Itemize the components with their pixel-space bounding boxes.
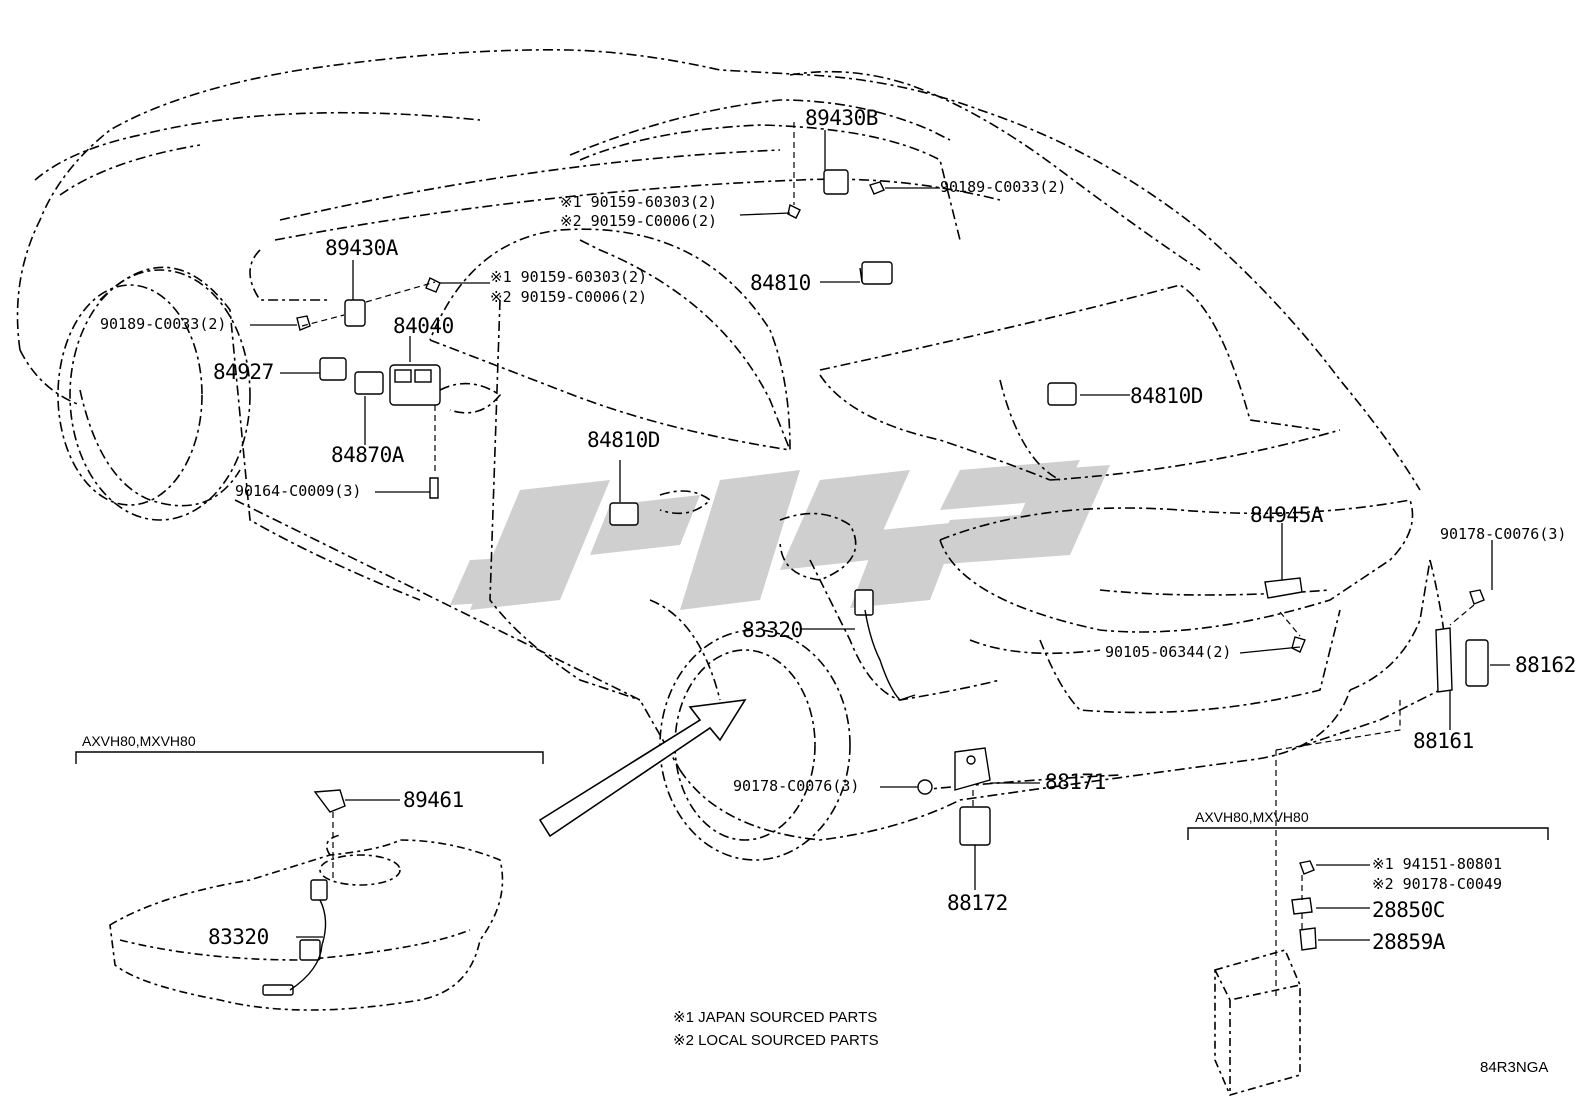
part-label-90159-c0006-top: ※2 90159-C0006(2) xyxy=(560,212,718,230)
part-label-84810D-right: 84810D xyxy=(1130,384,1203,408)
section-brackets xyxy=(75,751,1549,840)
note-japan-sourced: ※1 JAPAN SOURCED PARTS xyxy=(673,1009,878,1026)
part-shapes xyxy=(262,169,1489,996)
part-label-28859A: 28859A xyxy=(1372,930,1445,954)
part-label-28850C: 28850C xyxy=(1372,898,1445,922)
part-label-90178-c0076-mid: 90178-C0076(3) xyxy=(733,777,860,795)
part-label-90164-c0009: 90164-C0009(3) xyxy=(235,482,362,500)
part-label-83320-tank: 83320 xyxy=(208,925,269,949)
part-label-89430B: 89430B xyxy=(805,106,878,130)
part-label-88171: 88171 xyxy=(1045,770,1106,794)
part-label-90159-c0006-mid: ※2 90159-C0006(2) xyxy=(490,288,648,306)
part-label-84927: 84927 xyxy=(213,360,274,384)
wire-harness xyxy=(289,609,916,991)
leader-lines xyxy=(250,130,1510,941)
part-label-84810: 84810 xyxy=(750,271,811,295)
car-body-outline xyxy=(16,49,1446,841)
part-label-88172: 88172 xyxy=(947,891,1008,915)
section-heading-left: AXVH80,MXVH80 xyxy=(82,733,196,749)
part-label-90159-60303-top: ※1 90159-60303(2) xyxy=(560,193,718,211)
pointer-arrow xyxy=(538,698,747,838)
section-heading-right: AXVH80,MXVH80 xyxy=(1195,809,1309,825)
part-label-90159-60303-mid: ※1 90159-60303(2) xyxy=(490,268,648,286)
part-label-94151-80801: ※1 94151-80801 xyxy=(1372,855,1502,873)
diagram-code: 84R3NGA xyxy=(1480,1059,1549,1076)
part-label-89461: 89461 xyxy=(403,788,464,812)
note-local-sourced: ※2 LOCAL SOURCED PARTS xyxy=(673,1032,879,1049)
dashed-guides xyxy=(301,122,1475,1000)
part-label-84040: 84040 xyxy=(393,314,454,338)
part-label-88162: 88162 xyxy=(1515,653,1576,677)
part-label-89430A: 89430A xyxy=(325,236,398,260)
part-label-88161: 88161 xyxy=(1413,729,1474,753)
part-label-83320-car: 83320 xyxy=(742,618,803,642)
part-label-90178-c0076-right: 90178-C0076(3) xyxy=(1440,525,1567,543)
fuel-tank xyxy=(109,834,504,1011)
part-label-84945A: 84945A xyxy=(1250,503,1323,527)
part-label-84870A: 84870A xyxy=(331,443,404,467)
part-label-90178-c0049: ※2 90178-C0049 xyxy=(1372,875,1502,893)
part-label-84810D-left: 84810D xyxy=(587,428,660,452)
battery xyxy=(1214,949,1301,1096)
part-label-90189-c0033-left: 90189-C0033(2) xyxy=(100,315,227,333)
part-label-90189-c0033-right: 90189-C0033(2) xyxy=(940,178,1067,196)
watermark-logo xyxy=(450,460,1110,610)
part-label-90105-06344: 90105-06344(2) xyxy=(1105,643,1232,661)
